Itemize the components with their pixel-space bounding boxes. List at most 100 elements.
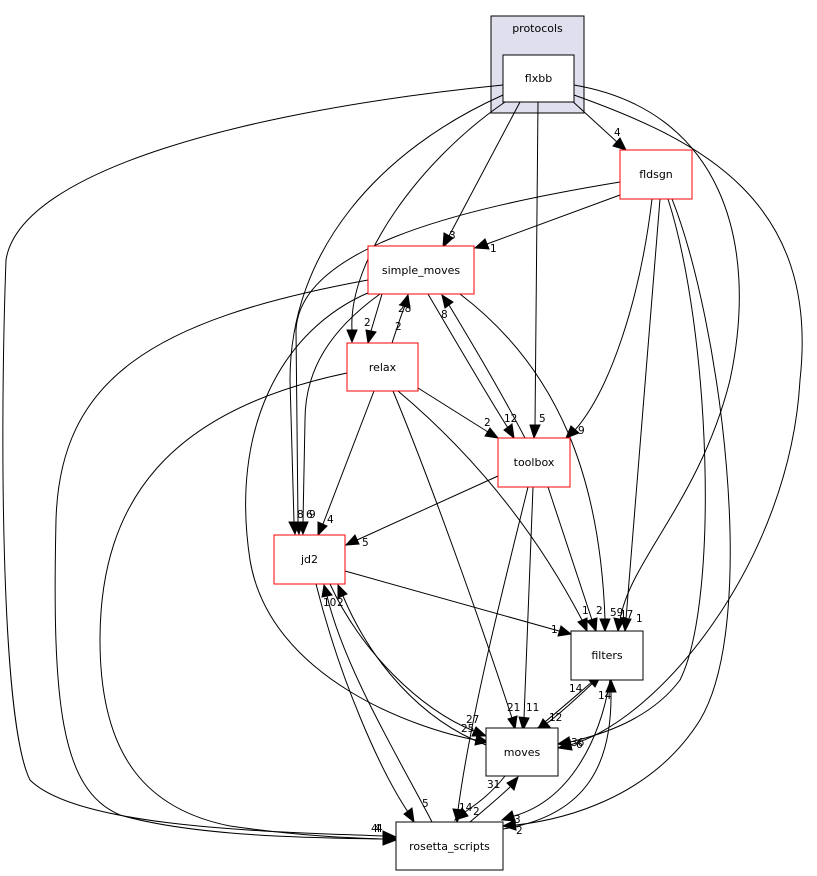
edge-fldsgn-jd2 xyxy=(295,181,621,523)
edge-toolbox-moves xyxy=(523,486,534,719)
edge-label-relax-filters: 2 xyxy=(596,605,603,617)
edge-label-simple-moves-jd2: 9 xyxy=(309,509,316,521)
node-rosetta-scripts-box xyxy=(395,821,504,871)
edge-rosetta-scripts-filters xyxy=(502,691,612,830)
edge-label-filters-rosetta-scripts: 3 xyxy=(514,814,521,826)
edge-relax-moves xyxy=(392,390,513,719)
edge-label-simple-moves-filters: 59 xyxy=(610,607,623,619)
arrowhead-flxbb-relax xyxy=(346,329,358,344)
node-simple-moves-box xyxy=(367,245,475,295)
arrowhead-relax-filters xyxy=(577,617,588,633)
arrowhead-fldsgn-simple-moves xyxy=(473,238,490,250)
node-filters[interactable]: filters xyxy=(570,630,644,681)
arrowhead-toolbox-simple-moves xyxy=(441,293,454,309)
edge-label-rosetta-scripts-filters: 14 xyxy=(598,690,612,702)
node-fldsgn[interactable]: fldsgn xyxy=(619,149,693,200)
edge-moves-rosetta-scripts xyxy=(464,775,506,813)
arrowhead-filters-rosetta-scripts xyxy=(500,810,516,822)
edge-relax-simple-moves xyxy=(391,305,406,344)
node-jd2-box xyxy=(273,534,346,585)
edge-label-moves-filters: 14 xyxy=(569,683,583,695)
edge-label-flxbb-jd2: 8 xyxy=(297,509,304,521)
node-moves-label: moves xyxy=(504,746,541,759)
node-toolbox-box xyxy=(497,437,571,488)
arrowhead-relax-rosetta-scripts xyxy=(382,833,398,845)
node-relax[interactable]: relax xyxy=(346,342,419,392)
edge-simple-moves-jd2 xyxy=(302,293,381,523)
node-relax-label: relax xyxy=(369,361,397,374)
edge-relax-rosetta-scripts xyxy=(99,372,384,840)
edge-simple-moves-moves xyxy=(245,291,477,741)
node-simple-moves[interactable]: simple_moves xyxy=(367,245,475,295)
node-jd2[interactable]: jd2 xyxy=(273,534,346,585)
arrowhead-moves-rosetta-scripts xyxy=(453,807,469,821)
edge-flxbb-simple-moves xyxy=(448,101,521,237)
edge-label-fldsgn-filters: 17 xyxy=(620,609,633,621)
edge-label-rosetta-scripts-jd2: 2 xyxy=(337,597,344,609)
nodes-layer: flxbb fldsgn simple_moves relax toolbox … xyxy=(273,54,693,871)
edge-toolbox-simple-moves xyxy=(448,304,526,439)
node-toolbox[interactable]: toolbox xyxy=(497,437,571,488)
node-relax-box xyxy=(346,342,419,392)
arrowhead-rosetta-scripts-moves xyxy=(506,775,519,791)
node-moves-box xyxy=(485,727,559,777)
edge-jd2-rosetta-scripts xyxy=(315,583,409,813)
edge-toolbox-rosetta-scripts xyxy=(457,486,529,811)
edge-label-flxbb-toolbox: 5 xyxy=(539,413,546,425)
node-toolbox-label: toolbox xyxy=(514,456,555,469)
arrowhead-rosetta-scripts-jd2 xyxy=(321,583,333,598)
edge-flxbb-moves xyxy=(569,94,803,746)
edge-label-flxbb-relax: 2 xyxy=(364,317,371,329)
arrowhead-flxbb-toolbox xyxy=(529,424,541,440)
arrowhead-fldsgn-moves xyxy=(556,736,572,748)
edge-label-relax-moves: 21 xyxy=(507,702,520,714)
edge-rosetta-scripts-moves xyxy=(469,786,511,823)
arrowhead-simple-moves-filters xyxy=(599,618,611,633)
edge-moves-jd2 xyxy=(342,595,487,746)
edge-label-toolbox-rosetta-scripts: 14 xyxy=(459,802,473,814)
edge-toolbox-filters xyxy=(547,486,593,621)
edge-relax-filters xyxy=(397,390,583,621)
node-rosetta-scripts[interactable]: rosetta_scripts xyxy=(395,821,504,871)
node-flxbb-box xyxy=(502,54,575,103)
edge-label-flxbb-fldsgn: 4 xyxy=(614,127,621,139)
edge-label-fldsgn-simple-moves: 1 xyxy=(490,243,497,255)
arrowhead-simple-moves-relax xyxy=(365,329,377,345)
edge-flxbb-jd2 xyxy=(289,94,504,523)
arrowhead-jd2-rosetta-scripts xyxy=(403,807,415,824)
edge-label-relax-toolbox: 2 xyxy=(484,417,491,429)
node-flxbb-label: flxbb xyxy=(525,72,552,85)
edge-label-toolbox-jd2: 5 xyxy=(362,537,369,549)
node-flxbb[interactable]: flxbb xyxy=(502,54,575,103)
edge-label-toolbox-moves: 11 xyxy=(526,702,539,714)
node-filters-box xyxy=(570,630,644,681)
edge-label-simple-moves-moves: 27 xyxy=(466,714,479,726)
arrowhead-toolbox-jd2 xyxy=(344,534,360,546)
arrowhead-flxbb-fldsgn xyxy=(612,137,627,151)
node-moves[interactable]: moves xyxy=(485,727,559,777)
edge-jd2-moves xyxy=(329,583,475,732)
cluster-protocols-label: protocols xyxy=(512,22,563,35)
arrowhead-relax-moves xyxy=(507,715,518,731)
edge-simple-moves-filters xyxy=(459,293,606,620)
edge-label-relax-simple-moves: 28 xyxy=(398,303,411,315)
node-fldsgn-box xyxy=(619,149,693,200)
edge-fldsgn-toolbox xyxy=(574,198,653,431)
arrowhead-relax-jd2 xyxy=(317,521,328,537)
edge-label-jd2-filters: 1 xyxy=(551,624,558,636)
edge-label-toolbox-simple-moves: 8 xyxy=(441,309,448,321)
edge-label-fldsgn-rosetta-scripts: 2 xyxy=(516,825,523,837)
edge-fldsgn-filters xyxy=(625,198,661,620)
edge-label-flxbb-filters: 1 xyxy=(636,613,643,625)
edge-label-relax-rosetta-scripts: 4 xyxy=(376,823,383,835)
edge-filters-moves xyxy=(545,679,597,725)
edge-simple-moves-rosetta-scripts xyxy=(54,279,384,840)
arrowhead-simple-moves-toolbox xyxy=(503,423,515,440)
edge-label-simple-moves-rosetta-scripts: 4 xyxy=(374,823,381,835)
edge-label-jd2-rosetta-scripts: 5 xyxy=(422,798,429,810)
edge-label-rosetta-scripts-moves: 31 xyxy=(487,779,500,791)
edge-jd2-filters xyxy=(344,570,560,632)
arrowhead-relax-simple-moves xyxy=(399,293,411,309)
edge-flxbb-rosetta-scripts xyxy=(2,84,504,837)
